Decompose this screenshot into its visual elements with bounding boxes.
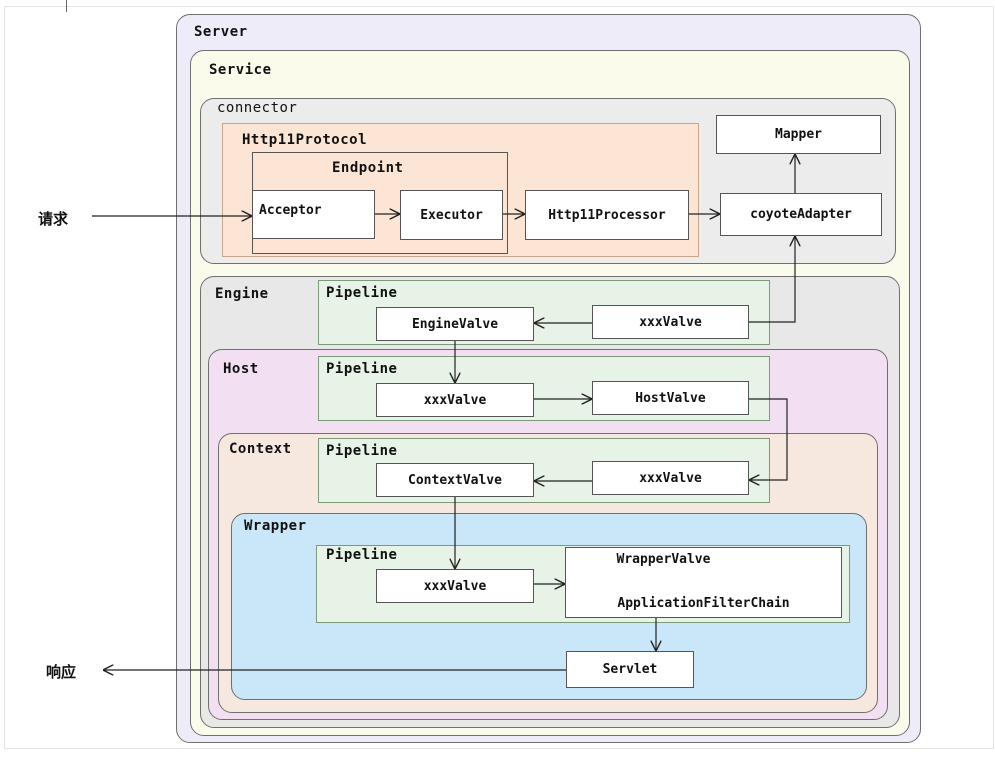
wrapper-valve-label: WrapperValve (616, 552, 711, 567)
acceptor-node: Acceptor (252, 190, 375, 239)
executor-node: Executor (400, 190, 503, 240)
engine-xxx-valve-node: xxxValve (592, 305, 749, 339)
host-label: Host (223, 361, 259, 377)
coyote-adapter-node: coyoteAdapter (720, 193, 882, 236)
diagram-frame (4, 6, 994, 749)
application-filter-chain-label: ApplicationFilterChain (617, 596, 790, 611)
mapper-node: Mapper (716, 115, 881, 154)
response-label: 响应 (46, 663, 77, 681)
host-xxx-valve-node: xxxValve (376, 383, 534, 417)
http11-processor-node: Http11Processor (525, 190, 689, 240)
context-label: Context (229, 441, 292, 457)
wrapper-pipeline-label: Pipeline (326, 547, 398, 563)
server-label: Server (194, 24, 248, 40)
context-valve-node: ContextValve (376, 463, 534, 497)
engine-valve-node: EngineValve (376, 307, 534, 341)
context-xxx-valve-node: xxxValve (592, 461, 749, 495)
host-pipeline-label: Pipeline (326, 361, 398, 377)
arrow-xxx-valve-to-adapter (749, 237, 795, 323)
wrapper-valve-box: WrapperValve ApplicationFilterChain (565, 547, 842, 618)
http11-protocol-label: Http11Protocol (242, 132, 368, 148)
arrow-host-valve-to-context-xxx (749, 398, 788, 480)
host-valve-node: HostValve (592, 381, 749, 415)
wrapper-label: Wrapper (244, 518, 307, 534)
engine-pipeline-label: Pipeline (326, 285, 398, 301)
request-label: 请求 (38, 210, 69, 228)
service-label: Service (209, 62, 272, 78)
servlet-node: Servlet (566, 651, 694, 688)
wrapper-xxx-valve-node: xxxValve (376, 569, 534, 603)
engine-label: Engine (215, 286, 269, 302)
endpoint-label: Endpoint (332, 160, 404, 176)
text-cursor (66, 0, 67, 12)
connector-label: connector (217, 100, 298, 116)
context-pipeline-label: Pipeline (326, 443, 398, 459)
